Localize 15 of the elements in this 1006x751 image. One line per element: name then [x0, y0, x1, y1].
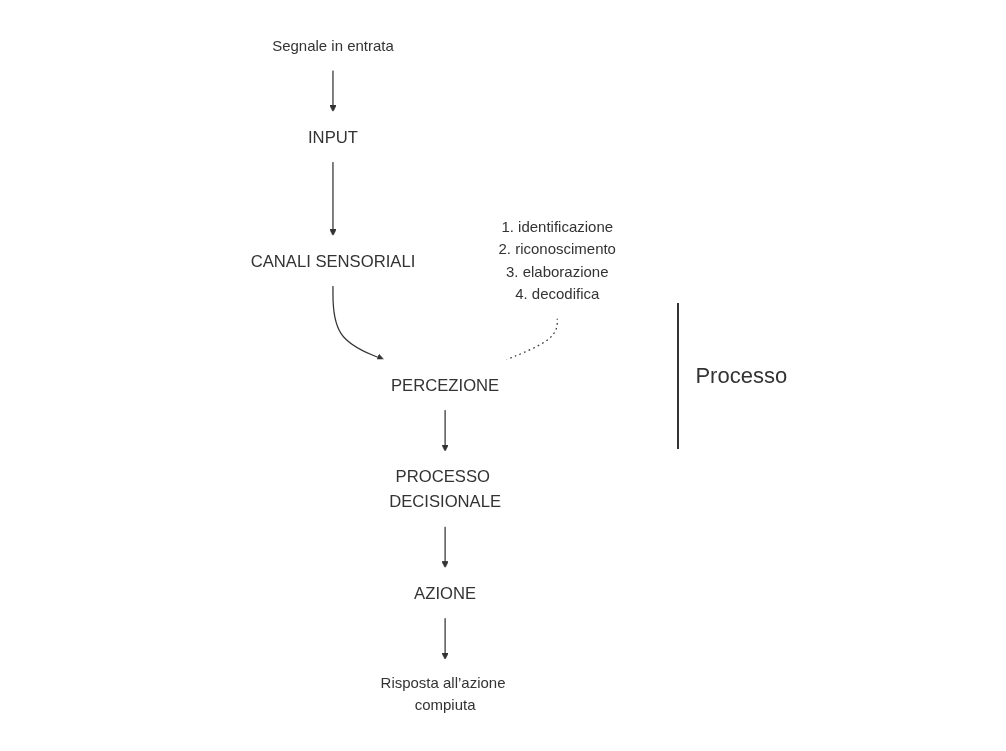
- node-text: PERCEZIONE: [390, 375, 500, 394]
- node-text: 1. identificazione 2. riconoscimento 3. elaborazione 4. decodifica: [498, 217, 616, 302]
- node-text: AZIONE: [413, 583, 476, 602]
- node-text: PROCESSO DECISIONALE: [388, 466, 501, 510]
- node-text: INPUT: [307, 127, 358, 146]
- node-text: CANALI SENSORIALI: [250, 251, 416, 270]
- node-text: Segnale in entrata: [272, 37, 394, 54]
- arrow: [441, 408, 449, 452]
- arrow: [332, 284, 385, 361]
- arrow: [329, 69, 337, 112]
- arrow: [441, 616, 449, 660]
- node-text: Risposta all’azione compiuta: [380, 673, 506, 714]
- arrow: [329, 160, 337, 236]
- bracket-note: Processo: [677, 302, 788, 449]
- arrow: [441, 525, 449, 568]
